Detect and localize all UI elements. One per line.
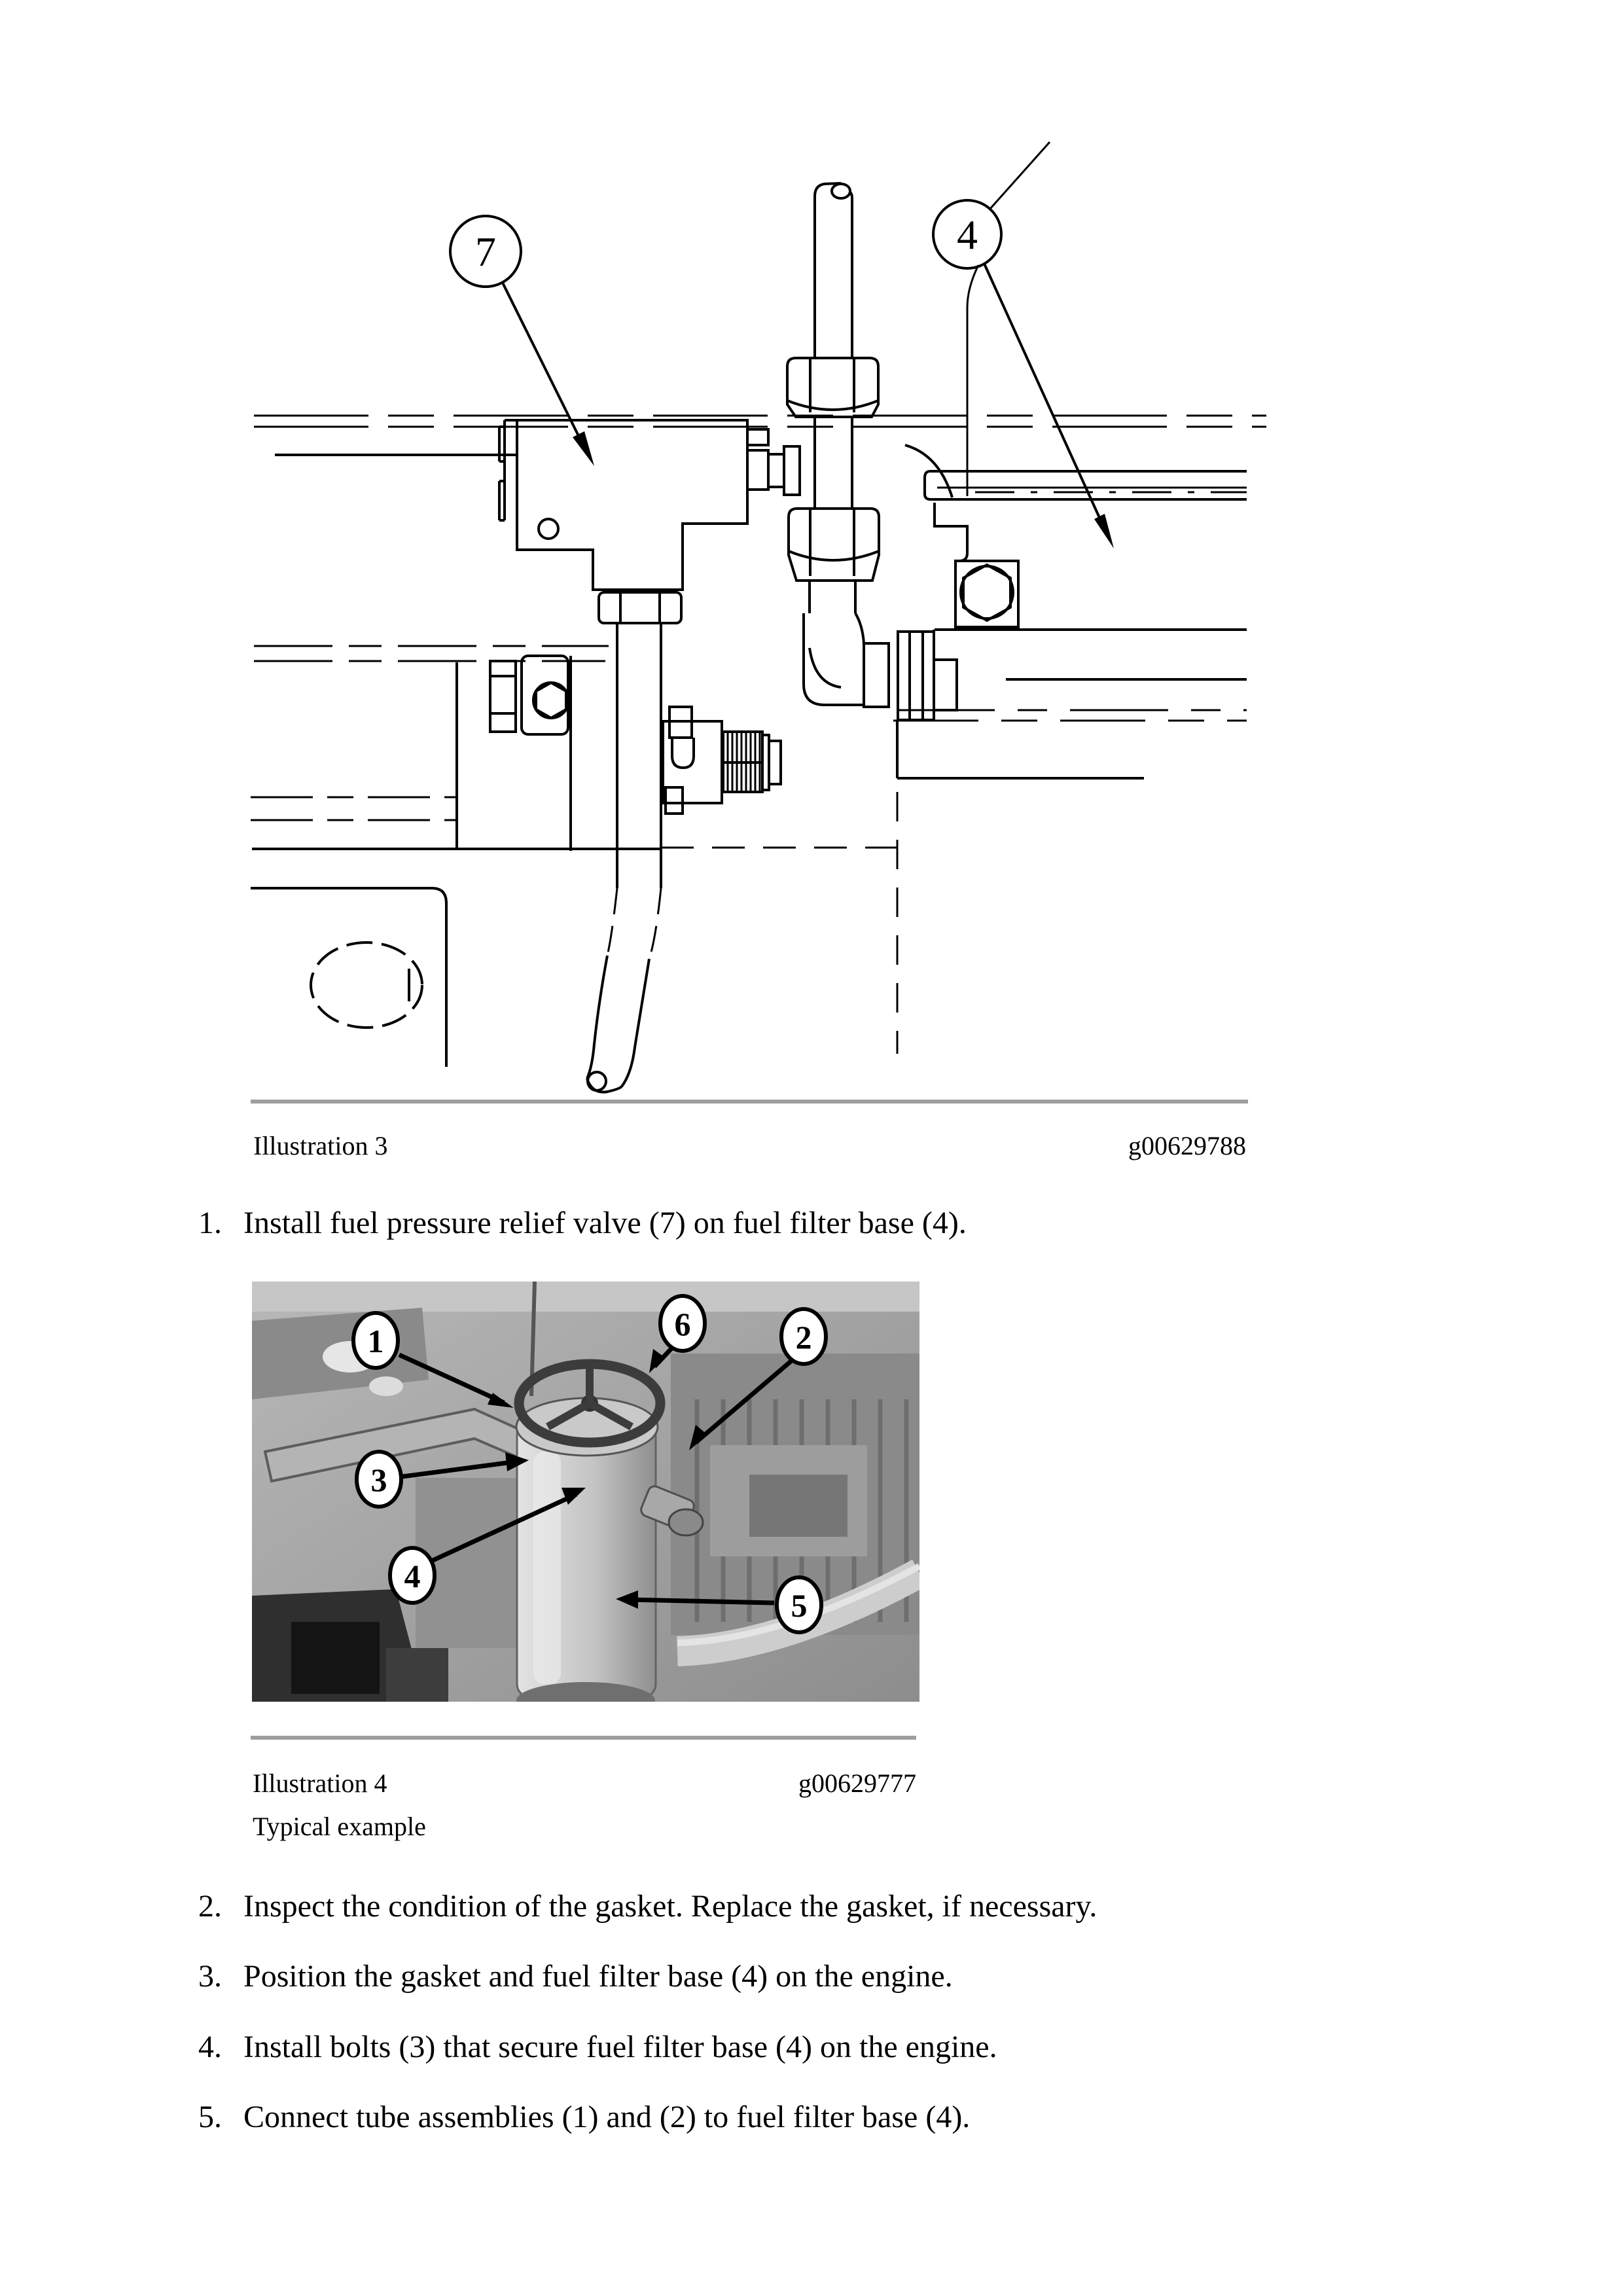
photo-callout-1: 1 — [351, 1311, 400, 1370]
step-4: 4. Install bolts (3) that secure fuel fil… — [198, 2028, 1481, 2066]
photo-callouts: 1 6 2 3 4 5 — [351, 1294, 828, 1634]
svg-text:2: 2 — [796, 1319, 812, 1355]
step-1: 1. Install fuel pressure relief valve (7)… — [198, 1204, 1481, 1242]
svg-text:1: 1 — [368, 1323, 384, 1359]
illustration-4-photo: 1 6 2 3 4 5 — [252, 1282, 919, 1702]
drain-hose — [586, 623, 662, 1094]
svg-text:6: 6 — [675, 1306, 691, 1342]
step-3-number: 3. — [198, 1959, 222, 1994]
tube-assembly-vertical — [786, 182, 958, 721]
step-2-number: 2. — [198, 1889, 222, 1924]
fuel-filter-base-photo — [514, 1359, 704, 1702]
step-2-text: Inspect the condition of the gasket. Rep… — [243, 1889, 1097, 1924]
photo-callout-6: 6 — [658, 1294, 707, 1353]
illustration-3-rule — [251, 1100, 1248, 1103]
photo-callout-3: 3 — [355, 1450, 403, 1509]
illustration-4-figure-id: g00629777 — [798, 1768, 916, 1798]
handwheel — [514, 1359, 666, 1448]
callout-4: 4 — [932, 141, 1114, 548]
callout-7: 7 — [449, 215, 594, 466]
centerline-top — [254, 414, 1266, 428]
step-5-text: Connect tube assemblies (1) and (2) to f… — [243, 2100, 971, 2134]
photo-callout-2: 2 — [779, 1307, 828, 1366]
fuel-filter-base-plates — [661, 444, 1247, 1054]
step-3-text: Position the gasket and fuel filter base… — [243, 1959, 953, 1994]
svg-text:4: 4 — [957, 211, 978, 258]
photo-callout-5: 5 — [775, 1575, 823, 1634]
step-1-text: Install fuel pressure relief valve (7) o… — [243, 1206, 967, 1240]
photo-callout-4: 4 — [388, 1546, 437, 1605]
step-5: 5. Connect tube assemblies (1) and (2) to… — [198, 2098, 1481, 2136]
step-1-number: 1. — [198, 1206, 222, 1240]
illustration-4-caption: Illustration 4 — [253, 1768, 387, 1798]
svg-text:4: 4 — [404, 1558, 421, 1594]
step-4-number: 4. — [198, 2030, 222, 2064]
solenoid-valve — [662, 706, 782, 815]
engine-block-corner — [251, 887, 448, 1067]
step-5-number: 5. — [198, 2100, 222, 2134]
step-2: 2. Inspect the condition of the gasket. R… — [198, 1888, 1481, 1926]
illustration-4-note: Typical example — [253, 1812, 426, 1841]
svg-text:5: 5 — [791, 1587, 808, 1624]
illustration-3-caption: Illustration 3 — [253, 1131, 388, 1160]
step-3: 3. Position the gasket and fuel filter ba… — [198, 1958, 1481, 1996]
illustration-3-figure-id: g00629788 — [1128, 1131, 1246, 1160]
left-pipe-and-fitting — [251, 645, 661, 851]
illustration-3-line-drawing: 7 4 — [249, 131, 1270, 1105]
photo-leader-arrows — [398, 1342, 796, 1609]
svg-text:7: 7 — [475, 228, 496, 275]
step-4-text: Install bolts (3) that secure fuel filte… — [243, 2030, 997, 2064]
svg-text:3: 3 — [371, 1462, 387, 1498]
relief-valve-body — [498, 419, 801, 624]
illustration-4-rule — [251, 1736, 916, 1740]
